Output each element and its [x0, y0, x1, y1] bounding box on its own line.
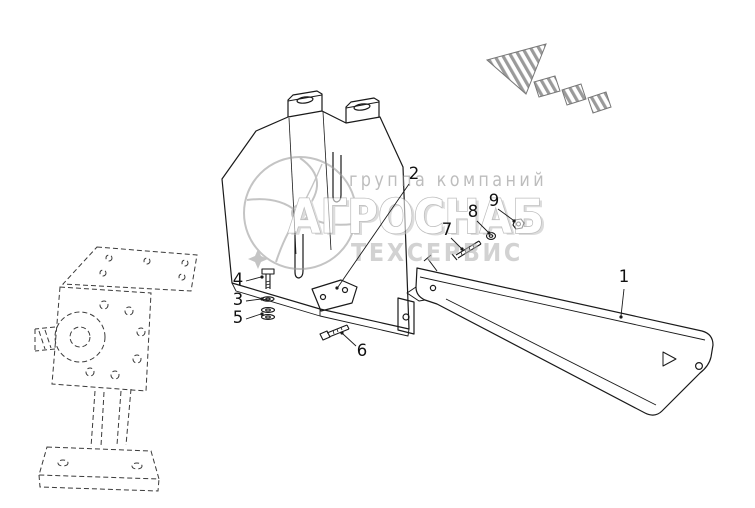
bolt-4: [261, 268, 275, 289]
clamp-strap: [311, 279, 358, 312]
screw-7: [451, 240, 482, 261]
watermark-bottom-text: ТЕХСЕРВИС: [351, 238, 523, 267]
watermark-logo-icon: [243, 156, 357, 270]
arm-end-hole: [694, 362, 703, 371]
bracket-outline: [221, 110, 410, 330]
watermark-main-shadow: АГРОСНАБ: [291, 192, 547, 247]
gearbox-body: [51, 286, 152, 392]
watermark-main-text: АГРОСНАБ: [288, 190, 544, 245]
watermark-star-icon: [248, 249, 268, 269]
washer-set-5: [260, 307, 276, 320]
callout-label-8: 8: [468, 202, 479, 221]
gearbox-shaft: [34, 326, 56, 352]
watermark-top-text: группа компаний: [349, 169, 547, 191]
watermark: группа компаний АГРОСНАБ АГРОСНАБ ТЕХСЕР…: [243, 156, 547, 270]
callout-label-2: 2: [409, 164, 420, 183]
gearbox-base: [38, 446, 160, 480]
callout-label-7: 7: [442, 220, 453, 239]
arm-tip-hole: [429, 284, 437, 292]
gearbox-column: [90, 388, 132, 448]
bracket-slot-upper: [332, 152, 342, 203]
callout-leaders: [245, 183, 625, 347]
arm-pin: [423, 254, 438, 272]
bracket-foot: [397, 297, 415, 335]
callout-label-9: 9: [489, 191, 500, 210]
arm-triangle-mark: [662, 351, 677, 367]
gearbox-housing-ghost: [34, 246, 198, 492]
arm-tip-hook: [406, 286, 426, 302]
callout-labels: 1 2 3 4 5 6 7 8 9: [233, 164, 630, 360]
callout-label-6: 6: [357, 341, 368, 360]
callout-label-3: 3: [233, 290, 244, 309]
mounting-bracket-plate: [221, 90, 415, 337]
support-arm: [406, 254, 714, 416]
bracket-slot-lower: [294, 231, 304, 279]
bracket-left-tab: [287, 90, 323, 117]
arm-outline: [415, 267, 714, 416]
bolt-6: [319, 324, 350, 341]
washer-8: [485, 232, 497, 240]
direction-arrow-icon: [485, 43, 612, 114]
callout-label-5: 5: [233, 308, 244, 327]
callout-label-1: 1: [619, 267, 630, 286]
gearbox-top-flange: [61, 246, 198, 292]
bracket-right-tab: [345, 97, 380, 123]
callout-label-4: 4: [233, 270, 244, 289]
